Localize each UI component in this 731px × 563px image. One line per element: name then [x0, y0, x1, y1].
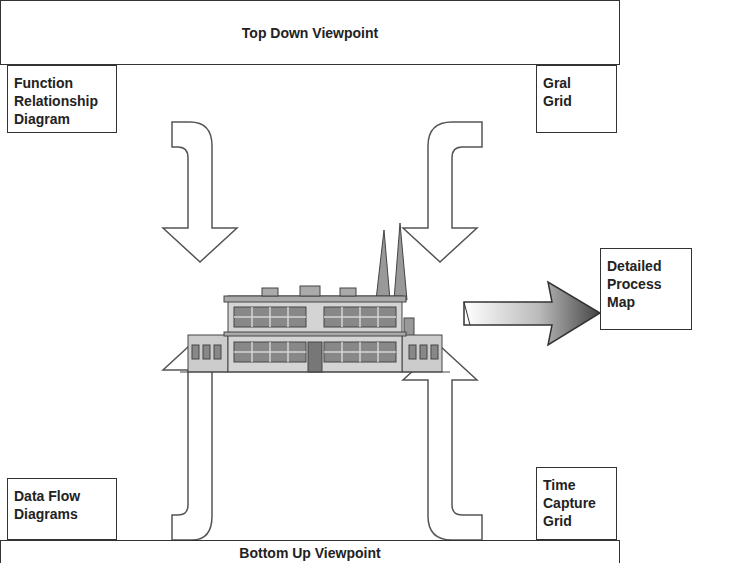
output-arrow	[464, 282, 600, 345]
box-label: Data Flow Diagrams	[14, 487, 112, 523]
method-box: Time Capture Grid	[536, 467, 617, 540]
box-label: Detailed Process Map	[607, 257, 687, 311]
method-box: Gral Grid	[536, 65, 617, 133]
curved-arrow	[403, 122, 482, 262]
curved-arrow	[163, 122, 237, 262]
method-box: Function Relationship Diagram	[7, 65, 117, 133]
band-label: Bottom Up Viewpoint	[239, 544, 380, 562]
box-label: Time Capture Grid	[543, 476, 612, 530]
box-label: Function Relationship Diagram	[14, 74, 112, 128]
band-label: Top Down Viewpoint	[242, 24, 378, 42]
curved-arrow	[163, 336, 237, 540]
method-box: Data Flow Diagrams	[7, 478, 117, 540]
factory	[180, 223, 450, 372]
viewpoint-band: Bottom Up Viewpoint	[0, 540, 620, 563]
curved-arrow	[403, 346, 482, 540]
viewpoint-band: Top Down Viewpoint	[0, 0, 620, 65]
output-box: Detailed Process Map	[600, 248, 692, 330]
box-label: Gral Grid	[543, 74, 588, 110]
